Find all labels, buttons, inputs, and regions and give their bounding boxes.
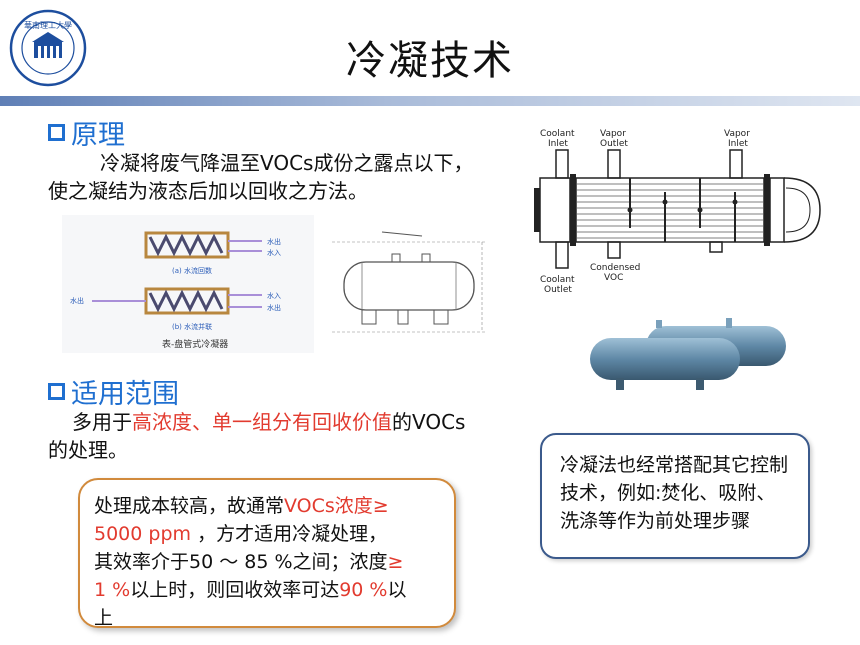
svg-text:Outlet: Outlet xyxy=(600,139,628,149)
svg-text:水出: 水出 xyxy=(267,237,281,246)
svg-text:表-盘管式冷凝器: 表-盘管式冷凝器 xyxy=(162,338,228,350)
combined-technology-note: 冷凝法也经常搭配其它控制技术，例如:焚化、吸附、洗涤等作为前处理步骤 xyxy=(540,433,810,559)
svg-text:(b) 水流并联: (b) 水流并联 xyxy=(172,322,212,331)
svg-text:Inlet: Inlet xyxy=(728,139,748,149)
principle-line-2: 使之凝结为液态后加以回收之方法。 xyxy=(48,179,368,203)
scope-line-1: 多用于高浓度、单一组分有回收价值的VOCs xyxy=(72,410,466,434)
cost-efficiency-note: 处理成本较高，故通常VOCs浓度≥ 5000 ppm ，方才适用冷凝处理， 其效… xyxy=(78,478,456,629)
scope-line-2: 的处理。 xyxy=(48,438,128,462)
svg-text:水入: 水入 xyxy=(267,291,281,300)
svg-text:水出: 水出 xyxy=(70,296,84,305)
principle-heading: 原理 xyxy=(48,113,125,152)
coil-b: 水出 水入 水出 (b) 水流并联 xyxy=(70,287,281,331)
horizontal-tank-drawing xyxy=(322,222,500,352)
svg-text:Inlet: Inlet xyxy=(548,139,568,149)
svg-text:水出: 水出 xyxy=(267,303,281,312)
svg-text:Vapor: Vapor xyxy=(600,129,626,139)
scope-heading: 适用范围 xyxy=(48,372,179,411)
svg-text:Outlet: Outlet xyxy=(544,285,572,295)
svg-text:(a) 水流回数: (a) 水流回数 xyxy=(172,266,212,275)
bullet-square-icon xyxy=(48,383,65,400)
svg-text:VOC: VOC xyxy=(604,273,623,283)
title-divider xyxy=(0,96,860,106)
svg-text:Condensed: Condensed xyxy=(590,263,640,273)
university-logo: 華南理工大學 xyxy=(8,8,88,88)
svg-text:Coolant: Coolant xyxy=(540,275,575,285)
condenser-tanks-photo xyxy=(586,316,794,396)
coil-condenser-figure: 水出 水入 (a) 水流回数 水出 水入 水出 (b) 水流并联 表-盘管式冷凝… xyxy=(62,215,314,353)
slide-title: 冷凝技术 xyxy=(346,38,514,84)
svg-text:Coolant: Coolant xyxy=(540,129,575,139)
svg-text:水入: 水入 xyxy=(267,248,281,257)
shell-tube-condenser-diagram: Coolant Inlet Vapor Outlet Vapor Inlet xyxy=(520,118,850,303)
coil-a: 水出 水入 (a) 水流回数 xyxy=(144,231,281,275)
bullet-square-icon xyxy=(48,124,65,141)
principle-line-1: 冷凝将废气降温至VOCs成份之露点以下， xyxy=(100,151,474,175)
svg-text:Vapor: Vapor xyxy=(724,129,750,139)
svg-text:華南理工大學: 華南理工大學 xyxy=(24,20,72,30)
